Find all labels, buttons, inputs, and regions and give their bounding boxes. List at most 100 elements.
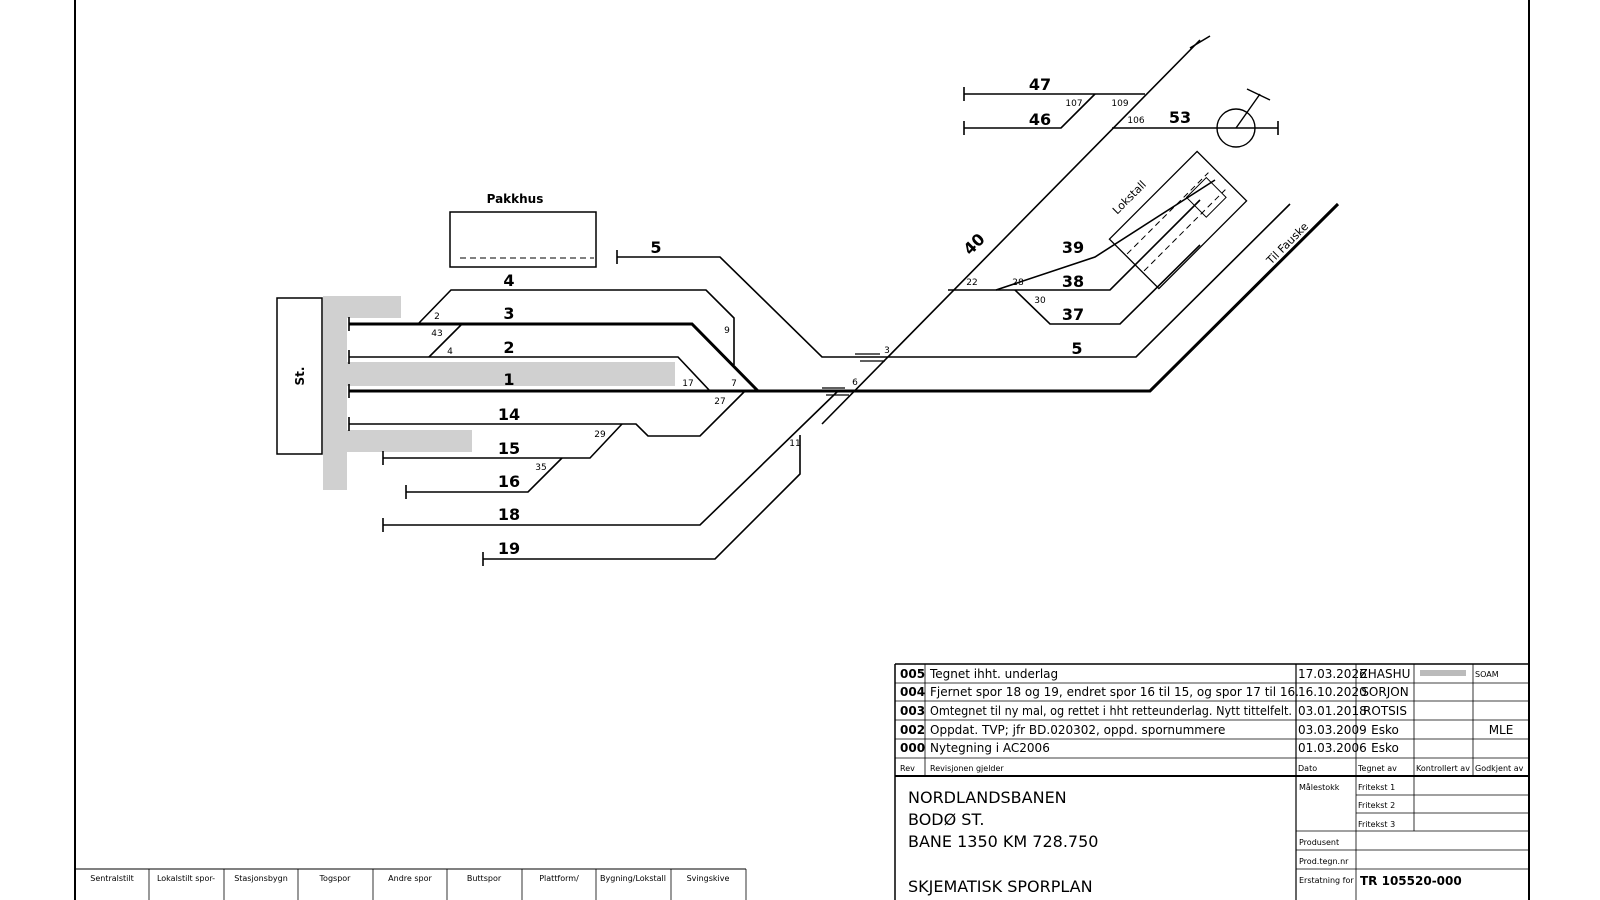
track-19 <box>483 435 801 560</box>
lokstall-building <box>1108 150 1248 290</box>
rev-004-drawn: SORJON <box>1361 685 1408 699</box>
rev-002-num: 002 <box>900 723 925 737</box>
switch-label-17: 17 <box>682 379 693 389</box>
switch-label-109: 109 <box>1111 99 1128 109</box>
track-label-37: 37 <box>1062 305 1084 324</box>
switch-label-43: 43 <box>431 329 442 339</box>
rev-002-drawn: Esko <box>1371 723 1399 737</box>
track-label-39: 39 <box>1062 238 1084 257</box>
buffer-40 <box>1189 35 1211 49</box>
rev-header-rev: Rev <box>900 764 915 773</box>
pakkhus-label: Pakkhus <box>487 192 544 206</box>
switch-numbers: 107 109 106 22 28 30 2 43 4 9 17 7 27 3 … <box>431 99 1145 473</box>
field-free3: Fritekst 3 <box>1358 820 1395 829</box>
platform-main <box>323 296 347 490</box>
platform-track15 <box>347 430 472 452</box>
title-block: NORDLANDSBANEN BODØ ST. BANE 1350 KM 728… <box>908 782 1462 896</box>
legend-item-3: Stasjonsbygn <box>234 874 288 883</box>
switch-label-106: 106 <box>1127 116 1144 126</box>
rev-005-date: 17.03.2026 <box>1298 667 1367 681</box>
lokstall-label: Lokstall <box>1110 178 1149 217</box>
track-label-18: 18 <box>498 505 520 524</box>
track-15 <box>383 423 623 459</box>
rev-003-date: 03.01.2018 <box>1298 704 1367 718</box>
legend-strip: Sentralstilt Lokalstilt spor- Stasjonsby… <box>75 868 747 900</box>
field-prod-no: Prod.tegn.nr <box>1299 857 1349 866</box>
rev-005-num: 005 <box>900 667 925 681</box>
track-38 <box>995 179 1216 291</box>
legend-item-6: Buttspor <box>467 874 502 883</box>
switch-label-30: 30 <box>1034 296 1046 306</box>
buffer-stops <box>348 87 1279 566</box>
track-label-15: 15 <box>498 439 520 458</box>
track-label-3: 3 <box>503 304 514 323</box>
switch-label-4: 4 <box>447 347 453 357</box>
track-label-5-east: 5 <box>1071 339 1082 358</box>
track-label-40: 40 <box>960 230 989 259</box>
rev-header-approved: Godkjent av <box>1475 764 1524 773</box>
platform-track1 <box>347 362 675 386</box>
track-label-5-west: 5 <box>650 238 661 257</box>
track-label-46: 46 <box>1029 110 1051 129</box>
field-free2: Fritekst 2 <box>1358 801 1395 810</box>
revision-rows: 005 Tegnet ihht. underlag 17.03.2026 ZHA… <box>900 667 1524 773</box>
legend-item-8: Bygning/Lokstall <box>600 874 666 883</box>
legend-item-9: Svingskive <box>687 874 730 883</box>
switch-label-7: 7 <box>731 379 737 389</box>
track-label-4: 4 <box>503 271 514 290</box>
switch-label-11: 11 <box>789 439 800 449</box>
rev-002-text: Oppdat. TVP; jfr BD.020302, oppd. spornu… <box>930 723 1225 737</box>
legend-item-2: Lokalstilt spor- <box>157 874 215 883</box>
revision-table <box>894 663 1529 900</box>
track-16 <box>406 457 563 493</box>
track-label-19: 19 <box>498 539 520 558</box>
track-5-west <box>617 203 1291 358</box>
rev-002-approved: MLE <box>1489 723 1514 737</box>
rev-000-date: 01.03.2006 <box>1298 741 1367 755</box>
switch-label-3: 3 <box>884 346 890 356</box>
pakkhus-building <box>449 211 597 268</box>
field-drawing-no: TR 105520-000 <box>1360 874 1462 888</box>
field-free1: Fritekst 1 <box>1358 783 1395 792</box>
track-label-16: 16 <box>498 472 520 491</box>
track-label-38: 38 <box>1062 272 1084 291</box>
switch-label-107: 107 <box>1065 99 1082 109</box>
track-46 <box>964 93 1096 129</box>
title-line-3: BANE 1350 KM 728.750 <box>908 832 1098 851</box>
switch-label-35: 35 <box>535 463 546 473</box>
til-fauske-label: Til Fauske <box>1263 220 1311 268</box>
station-building <box>276 297 323 455</box>
track-39 <box>948 199 1201 291</box>
main-line <box>349 202 1340 393</box>
rev-004-date: 16.10.2020 <box>1298 685 1367 699</box>
track-label-53: 53 <box>1169 108 1191 127</box>
track-label-2: 2 <box>503 338 514 357</box>
platforms <box>323 296 675 490</box>
title-line-1: NORDLANDSBANEN <box>908 788 1067 807</box>
track-43 <box>428 323 463 358</box>
title-line-2: BODØ ST. <box>908 810 984 829</box>
rev-005-drawn: ZHASHU <box>1360 667 1411 681</box>
switch-label-22: 22 <box>966 278 977 288</box>
rev-003-num: 003 <box>900 704 925 718</box>
rev-004-num: 004 <box>900 685 925 699</box>
switch-label-9: 9 <box>724 326 730 336</box>
track-40 <box>821 39 1201 425</box>
switch-label-29: 29 <box>594 430 606 440</box>
rev-003-drawn: ROTSIS <box>1363 704 1407 718</box>
track-2 <box>349 356 711 392</box>
station-label: St. <box>293 367 307 386</box>
track-main-3 <box>349 322 760 393</box>
field-replaces: Erstatning for <box>1299 876 1354 885</box>
track-main-1 <box>349 202 1340 393</box>
legend-item-5: Andre spor <box>388 874 432 883</box>
track-numbers: 47 46 53 40 39 38 37 5 5 4 3 2 1 14 15 1… <box>498 75 1191 558</box>
track-14 <box>349 390 746 437</box>
title-line-4: SKJEMATISK SPORPLAN <box>908 877 1093 896</box>
soam-stamp: SOAM <box>1475 670 1499 679</box>
rev-003-text: Omtegnet til ny mal, og rettet i hht ret… <box>930 704 1292 718</box>
turntable <box>1216 88 1271 148</box>
switch-label-6: 6 <box>852 378 858 388</box>
legend-item-1: Sentralstilt <box>90 874 134 883</box>
